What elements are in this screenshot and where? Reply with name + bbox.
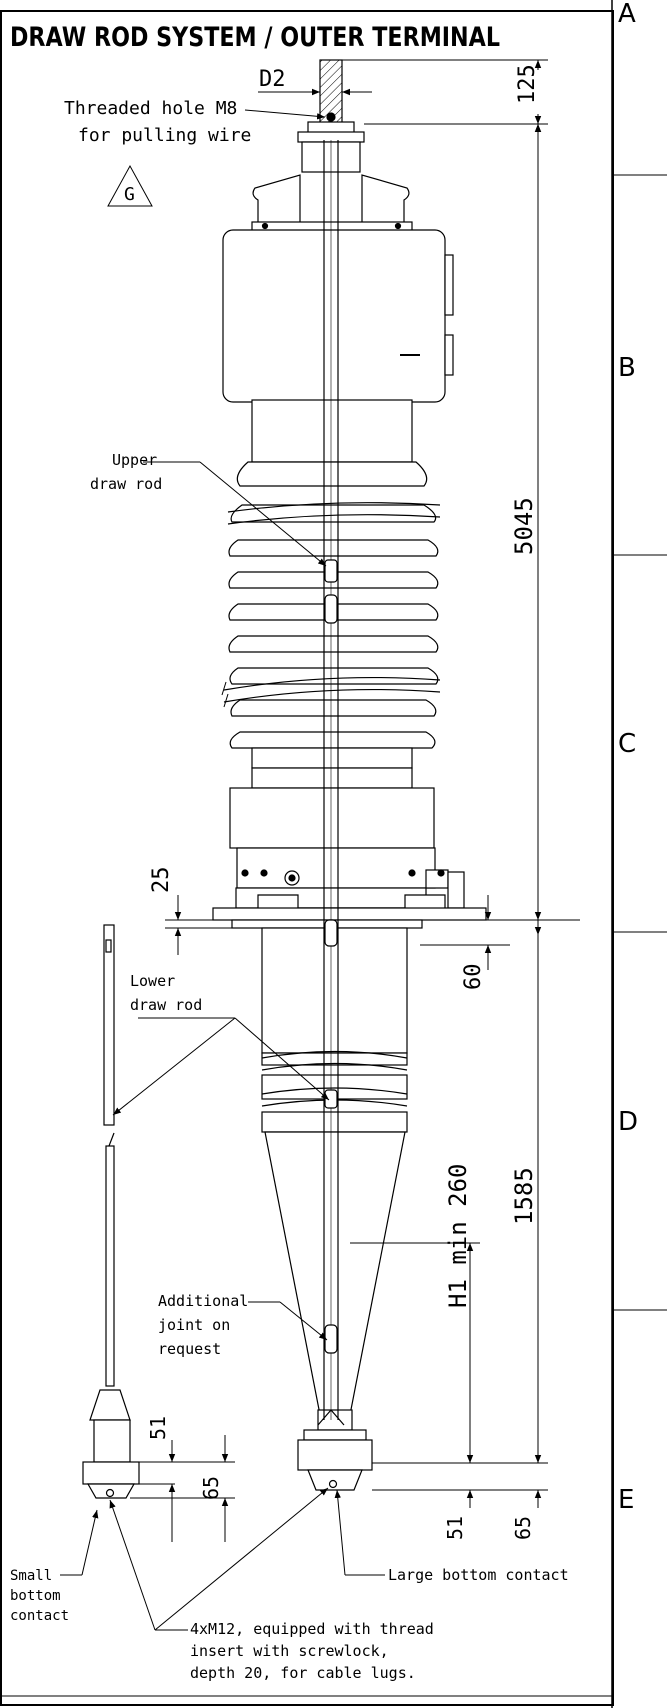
- dimension-lines: [130, 59, 580, 1542]
- small-contact-label-2: bottom: [10, 1588, 61, 1604]
- dim-125: 125: [515, 64, 540, 104]
- upper-rod-label: Upper: [112, 451, 157, 469]
- dim-51-left: 51: [146, 1416, 170, 1440]
- large-contact-label: Large bottom contact: [388, 1566, 569, 1584]
- dim-h1: H1 min 260: [444, 1164, 472, 1309]
- lower-draw-rod-detail: [82, 924, 140, 1499]
- bolt-note: 4xM12, equipped with thread: [190, 1620, 434, 1638]
- lower-rod-label-2: draw rod: [130, 996, 202, 1014]
- small-contact-label: Small: [10, 1568, 52, 1584]
- annotations: D2 Threaded hole M8 for pulling wire G U…: [10, 67, 569, 1682]
- leader-lines: [60, 109, 385, 1631]
- dim-5045: 5045: [510, 497, 538, 555]
- dim-51-right: 51: [443, 1516, 467, 1540]
- dim-65-right: 65: [511, 1516, 535, 1540]
- d2-label: D2: [259, 67, 286, 92]
- zone-d: D: [618, 1107, 638, 1137]
- zone-a: A: [618, 0, 636, 29]
- additional-joint-label: Additional: [158, 1292, 248, 1310]
- dim-60: 60: [461, 964, 486, 991]
- terminal-housing: [222, 229, 446, 403]
- marker-g: G: [124, 184, 135, 205]
- mounting-flange: [212, 907, 487, 921]
- dim-25: 25: [149, 867, 174, 894]
- threaded-hole-label-2: for pulling wire: [78, 125, 251, 146]
- dim-65-left: 65: [199, 1476, 223, 1500]
- zone-e: E: [618, 1485, 634, 1515]
- drawing-title: DRAW ROD SYSTEM / OUTER TERMINAL: [10, 22, 500, 53]
- dim-1585: 1585: [510, 1167, 538, 1225]
- zone-b: B: [618, 353, 636, 383]
- lower-rod-label: Lower: [130, 972, 175, 990]
- cable-cone: [264, 1131, 406, 1426]
- zone-markers: A B C D E: [618, 0, 638, 1515]
- small-contact-label-3: contact: [10, 1608, 69, 1624]
- threaded-hole-label: Threaded hole M8: [64, 98, 237, 119]
- dimension-values: 125 5045 25 60 1585 H1 min 260 51 65 51 …: [146, 64, 540, 1540]
- zone-c: C: [618, 729, 636, 759]
- bolt-note-3: depth 20, for cable lugs.: [190, 1664, 416, 1682]
- bolt-note-2: insert with screwlock,: [190, 1642, 389, 1660]
- additional-joint-label-3: request: [158, 1340, 221, 1358]
- additional-joint-label-2: joint on: [158, 1316, 230, 1334]
- upper-rod-label-2: draw rod: [90, 475, 162, 493]
- draw-rod: [317, 140, 345, 1426]
